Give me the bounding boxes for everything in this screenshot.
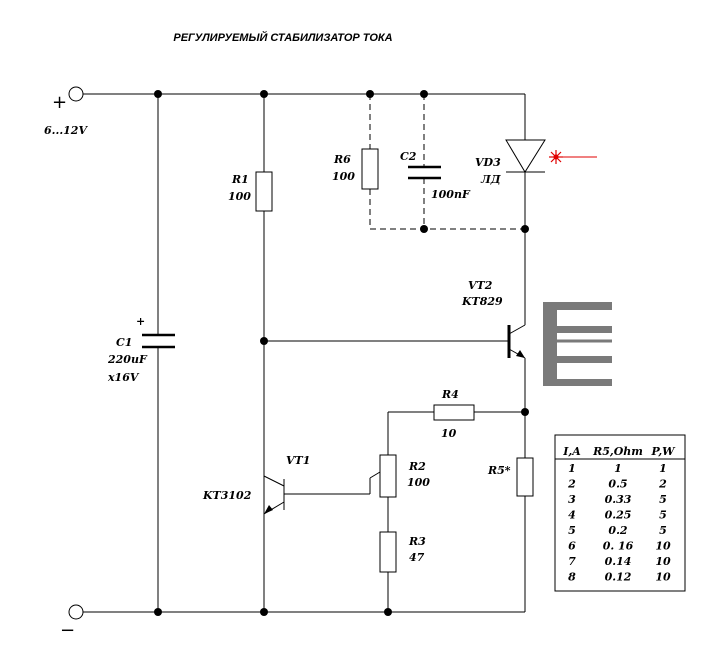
laser-emission-icon — [549, 150, 597, 164]
resistor-r5 — [516, 457, 534, 497]
vt1-emitter-arrow — [264, 505, 273, 514]
vt2-ref: VT2 — [468, 279, 493, 292]
vd3-value: ЛД — [480, 173, 501, 186]
r2-ref: R2 — [408, 460, 426, 473]
potentiometer-r2 — [379, 454, 397, 498]
table-cell: 1 — [614, 462, 622, 475]
resistor-r1 — [255, 171, 273, 212]
r2-wiper — [369, 471, 381, 479]
r4-ref: R4 — [441, 388, 459, 401]
vt1-value: KT3102 — [202, 489, 252, 502]
r2-value: 100 — [407, 476, 430, 489]
wires — [83, 93, 526, 613]
resistor-r3 — [379, 531, 397, 573]
laser-diode-vd3 — [505, 139, 546, 173]
table-cell: 6 — [568, 540, 576, 553]
minus-sign: − — [60, 620, 75, 641]
c1-rating: x16V — [107, 371, 140, 384]
table-cell: 0.14 — [605, 555, 632, 568]
transistor-vt2 — [507, 324, 526, 359]
r1-ref: R1 — [231, 173, 249, 186]
table-cell: 3 — [568, 493, 576, 506]
table-cell: 2 — [567, 478, 576, 491]
table-cell: 5 — [659, 524, 667, 537]
table-cell: 0.25 — [605, 509, 632, 522]
table-cell: 4 — [568, 509, 576, 522]
r6-ref: R6 — [333, 153, 351, 166]
r3-value: 47 — [409, 551, 425, 564]
optional-rc-wiring — [369, 94, 525, 230]
c1-value: 220uF — [107, 353, 148, 366]
table-cell: 2 — [658, 478, 667, 491]
table-cell: 1 — [659, 462, 667, 475]
c2-ref: C2 — [400, 150, 417, 163]
table-cell: 0. 16 — [603, 540, 634, 553]
r1-value: 100 — [228, 190, 251, 203]
resistor-r6 — [361, 148, 379, 190]
table-header-cell: P,W — [650, 445, 676, 458]
minus-terminal — [68, 604, 84, 620]
table-header-cell: R5,Ohm — [592, 445, 643, 458]
table-cell: 10 — [655, 571, 671, 584]
table-cell: 0.33 — [605, 493, 632, 506]
junctions — [154, 90, 529, 616]
table-header-cell: I,A — [562, 445, 581, 458]
c1-ref: C1 — [116, 336, 132, 349]
table-cell: 7 — [568, 555, 576, 568]
table-cell: 0.5 — [608, 478, 627, 491]
table-cell: 5 — [568, 524, 576, 537]
current-table — [554, 434, 686, 592]
table-cell: 5 — [659, 493, 667, 506]
r3-ref: R3 — [408, 535, 426, 548]
capacitor-c1 — [142, 333, 175, 349]
r4-value: 10 — [441, 427, 457, 440]
table-cell: 1 — [568, 462, 576, 475]
r6-value: 100 — [332, 170, 355, 183]
heatsink-icon — [543, 302, 612, 386]
vt2-value: KT829 — [461, 295, 503, 308]
table-cell: 10 — [655, 540, 671, 553]
plus-terminal — [68, 86, 84, 102]
page-title: РЕГУЛИРУЕМЫЙ СТАБИЛИЗАТОР ТОКА — [173, 31, 392, 44]
capacitor-c2 — [408, 165, 441, 180]
r5-ref: R5* — [487, 464, 511, 477]
c1-polarity: + — [136, 315, 145, 328]
supply-voltage-label: 6...12V — [44, 124, 88, 137]
c2-value: 100nF — [431, 188, 471, 201]
table-cell: 10 — [655, 555, 671, 568]
plus-sign: + — [52, 92, 67, 113]
table-cell: 8 — [568, 571, 576, 584]
table-cell: 5 — [659, 509, 667, 522]
vd3-ref: VD3 — [475, 156, 501, 169]
vt1-ref: VT1 — [286, 454, 310, 467]
table-cell: 0.12 — [605, 571, 632, 584]
table-cell: 0.2 — [608, 524, 627, 537]
resistor-r4 — [433, 404, 475, 421]
